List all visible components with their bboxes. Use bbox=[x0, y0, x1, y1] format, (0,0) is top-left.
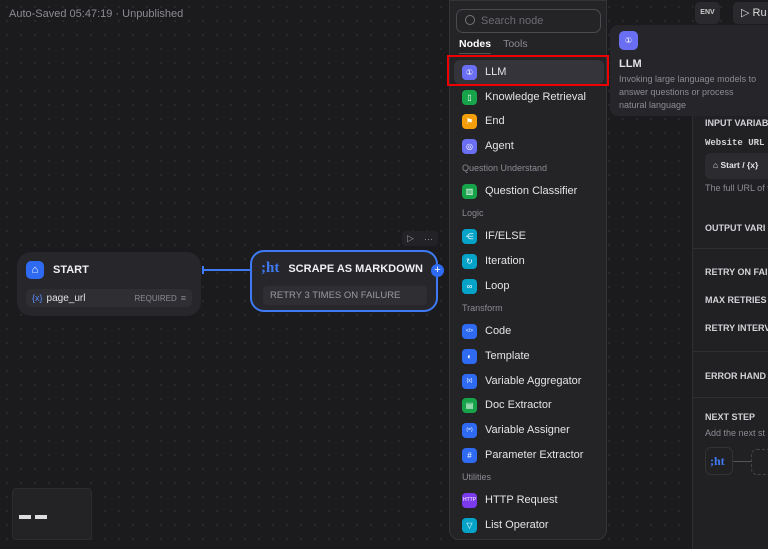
node-type-icon: ∞ bbox=[462, 278, 477, 294]
menu-item-list-operator[interactable]: ▽ List Operator bbox=[454, 513, 604, 537]
node-type-icon: ▽ bbox=[462, 517, 477, 533]
autosave-status: Auto-Saved 05:47:19 · Unpublished bbox=[9, 8, 184, 20]
more-icon[interactable]: ··· bbox=[423, 233, 433, 244]
node-type-icon: ▯ bbox=[462, 89, 477, 105]
edge-start-scrape[interactable] bbox=[202, 266, 250, 273]
tooltip-description: Invoking large language models to answer… bbox=[619, 74, 757, 110]
node-type-icon: </> bbox=[462, 323, 477, 339]
menu-item-label: Knowledge Retrieval bbox=[485, 91, 586, 103]
menu-item-label: Doc Extractor bbox=[485, 399, 552, 411]
menu-item-variable-aggregator[interactable]: {x} Variable Aggregator bbox=[454, 369, 604, 393]
url-description: The full URL of t bbox=[705, 183, 768, 193]
menu-item-label: End bbox=[485, 115, 505, 127]
menu-item-doc-extractor[interactable]: ▤ Doc Extractor bbox=[454, 393, 604, 417]
tooltip-title: LLM bbox=[619, 58, 642, 70]
node-type-icon: ◎ bbox=[462, 138, 477, 154]
minimap[interactable] bbox=[12, 488, 92, 540]
menu-item-label: Parameter Extractor bbox=[485, 449, 584, 461]
next-step-label: NEXT STEP bbox=[705, 412, 756, 422]
menu-item-label: Variable Assigner bbox=[485, 424, 570, 436]
menu-item-label: Code bbox=[485, 325, 512, 337]
menu-item-label: LLM bbox=[485, 66, 507, 78]
menu-item-label: Variable Aggregator bbox=[485, 375, 582, 387]
input-variables-label: INPUT VARIAB bbox=[705, 118, 768, 128]
website-url-label: Website URL bbox=[705, 138, 765, 148]
node-toolbar: ▷ ··· bbox=[402, 231, 438, 246]
menu-item-label: HTTP Request bbox=[485, 494, 558, 506]
start-title: START bbox=[53, 264, 89, 276]
node-picker: Search node Nodes Tools ① LLM ▯ Knowledge Re… bbox=[449, 0, 607, 540]
next-step-node[interactable]: ;ht bbox=[705, 447, 733, 475]
menu-item-template[interactable]: ◐ Template bbox=[454, 344, 604, 368]
node-type-icon: ▥ bbox=[462, 183, 477, 199]
run-button[interactable]: ▷ Ru bbox=[733, 2, 768, 24]
node-type-icon: ▤ bbox=[462, 397, 477, 413]
section-logic: Logic bbox=[462, 208, 484, 218]
menu-item-label: Question Classifier bbox=[485, 185, 578, 197]
node-type-icon: ① bbox=[462, 64, 477, 80]
retry-on-failure-label: RETRY ON FAI bbox=[705, 267, 768, 277]
output-variables-label[interactable]: OUTPUT VARI bbox=[705, 223, 766, 233]
menu-item-code[interactable]: </> Code bbox=[454, 319, 604, 343]
menu-item-end[interactable]: ⚑ End bbox=[454, 109, 604, 133]
max-retries-label: MAX RETRIES bbox=[705, 295, 767, 305]
next-step-description: Add the next st bbox=[705, 428, 766, 438]
node-type-icon: ⋲ bbox=[462, 228, 477, 244]
menu-item-label: Iteration bbox=[485, 255, 525, 267]
menu-item-variable-assigner[interactable]: (=) Variable Assigner bbox=[454, 418, 604, 442]
highlight-box bbox=[447, 55, 609, 86]
menu-item-loop[interactable]: ∞ Loop bbox=[454, 274, 604, 298]
menu-item-http-request[interactable]: HTTP HTTP Request bbox=[454, 488, 604, 512]
variable-icon: {x} bbox=[32, 293, 43, 303]
add-next-step-button[interactable] bbox=[751, 449, 768, 475]
required-badge: REQUIRED bbox=[134, 293, 177, 303]
error-handling-label: ERROR HAND bbox=[705, 371, 767, 381]
node-type-icon: (=) bbox=[462, 422, 477, 438]
menu-item-if-else[interactable]: ⋲ IF/ELSE bbox=[454, 224, 604, 248]
retry-info: RETRY 3 TIMES ON FAILURE bbox=[263, 286, 427, 305]
retry-interval-label: RETRY INTERVA bbox=[705, 323, 768, 333]
menu-item-iteration[interactable]: ↻ Iteration bbox=[454, 249, 604, 273]
node-tooltip: ① LLM Invoking large language models to … bbox=[610, 25, 768, 116]
node-type-icon: ◐ bbox=[462, 348, 477, 364]
scrape-node[interactable]: ;ht SCRAPE AS MARKDOWN RETRY 3 TIMES ON F… bbox=[250, 250, 438, 312]
menu-item-knowledge-retrieval[interactable]: ▯ Knowledge Retrieval bbox=[454, 85, 604, 109]
start-node[interactable]: ⌂ START {x}page_url REQUIRED≡ bbox=[17, 252, 201, 316]
node-type-icon: ↻ bbox=[462, 253, 477, 269]
menu-item-label: IF/ELSE bbox=[485, 230, 526, 242]
start-variable[interactable]: {x}page_url REQUIRED≡ bbox=[26, 289, 192, 307]
menu-item-llm[interactable]: ① LLM bbox=[454, 60, 604, 84]
variable-chip[interactable]: ⌂ Start / {x} bbox=[705, 153, 768, 179]
tab-tools[interactable]: Tools bbox=[503, 38, 528, 50]
node-type-icon: {x} bbox=[462, 373, 477, 389]
text-icon: ≡ bbox=[180, 293, 186, 303]
menu-item-parameter-extractor[interactable]: # Parameter Extractor bbox=[454, 443, 604, 467]
node-type-icon: # bbox=[462, 447, 477, 463]
add-next-node-button[interactable]: + bbox=[431, 264, 444, 277]
node-type-icon: HTTP bbox=[462, 492, 477, 508]
node-type-icon: ⚑ bbox=[462, 113, 477, 129]
scrape-title: SCRAPE AS MARKDOWN bbox=[288, 262, 423, 275]
menu-item-label: Agent bbox=[485, 140, 514, 152]
variable-name: page_url bbox=[46, 292, 86, 304]
menu-item-label: List Operator bbox=[485, 519, 549, 531]
menu-item-label: Loop bbox=[485, 280, 510, 292]
section-utilities: Utilities bbox=[462, 472, 492, 482]
llm-icon: ① bbox=[619, 31, 638, 50]
env-button[interactable]: ENV bbox=[695, 2, 720, 24]
section-transform: Transform bbox=[462, 303, 503, 313]
menu-item-agent[interactable]: ◎ Agent bbox=[454, 134, 604, 158]
menu-item-label: Template bbox=[485, 350, 530, 362]
run-node-icon[interactable]: ▷ bbox=[407, 233, 414, 243]
section-question-understand: Question Understand bbox=[462, 163, 548, 173]
home-icon: ⌂ bbox=[26, 261, 44, 279]
scrape-logo: ;ht bbox=[261, 260, 280, 276]
search-input[interactable]: Search node bbox=[456, 9, 601, 33]
menu-item-question-classifier[interactable]: ▥ Question Classifier bbox=[454, 179, 604, 203]
tab-nodes[interactable]: Nodes bbox=[459, 38, 492, 54]
